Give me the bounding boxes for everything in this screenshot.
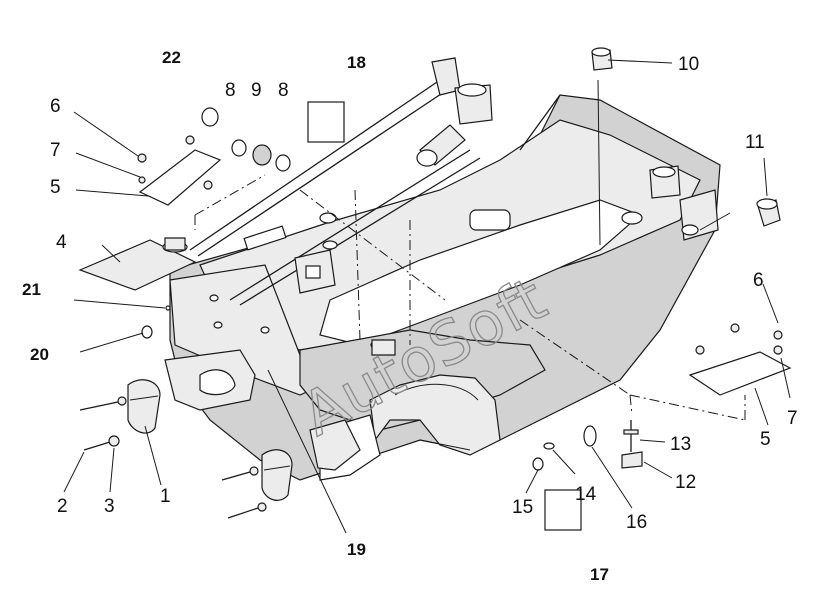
callout-14: 14 — [575, 484, 597, 505]
callout-11: 11 — [745, 132, 765, 153]
callout-5-left: 5 — [50, 177, 61, 198]
axle-brackets — [127, 349, 361, 501]
callout-21: 21 — [22, 280, 41, 299]
callout-7-right: 7 — [787, 408, 798, 429]
callout-13: 13 — [670, 434, 691, 455]
leader-lines — [63, 59, 791, 534]
callout-12: 12 — [675, 472, 696, 493]
callout-labels: 1 2 3 4 5 5 6 6 7 7 8 8 9 10 11 12 13 14… — [22, 48, 798, 584]
callout-8-left: 8 — [225, 80, 236, 101]
callout-9: 9 — [251, 80, 262, 101]
callout-22: 22 — [162, 48, 181, 67]
main-frame — [78, 57, 721, 481]
callout-7-left: 7 — [50, 140, 61, 161]
callout-6-right: 6 — [753, 270, 764, 291]
clamp-2 — [261, 449, 293, 501]
loose-parts — [532, 47, 781, 471]
callout-18: 18 — [347, 53, 366, 72]
callout-5-right: 5 — [760, 429, 771, 450]
clamp-1 — [127, 379, 161, 434]
bolts-and-washers — [79, 396, 267, 519]
callout-3: 3 — [104, 496, 115, 517]
callout-16: 16 — [626, 512, 647, 533]
callout-20: 20 — [30, 345, 49, 364]
alignment-lines — [194, 174, 746, 421]
cover-plate-right — [688, 323, 792, 396]
callout-2: 2 — [57, 496, 68, 517]
callout-15: 15 — [512, 497, 533, 518]
cover-plate-left — [137, 135, 222, 206]
callout-1: 1 — [160, 486, 171, 507]
callout-6-left: 6 — [50, 96, 61, 117]
callout-19: 19 — [347, 540, 366, 559]
seal-set — [201, 107, 291, 172]
callout-4: 4 — [56, 232, 67, 253]
callout-10: 10 — [678, 54, 699, 75]
callout-8-right: 8 — [278, 80, 289, 101]
reference-squares — [141, 101, 582, 531]
callout-17: 17 — [590, 565, 609, 584]
